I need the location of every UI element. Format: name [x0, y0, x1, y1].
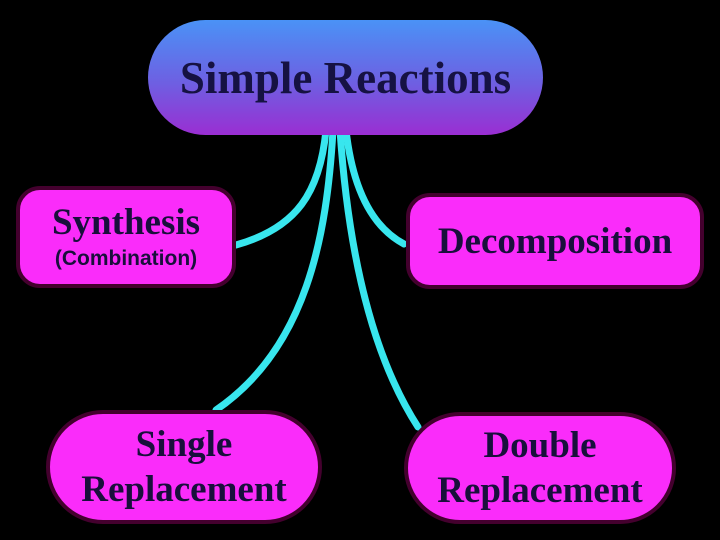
- node-label: Simple Reactions: [179, 52, 512, 103]
- connector-to-single-replacement: [212, 126, 337, 414]
- node-double-replacement[interactable]: Double Replacement: [404, 412, 676, 524]
- node-decomposition[interactable]: Decomposition: [406, 193, 704, 289]
- node-label: Decomposition: [437, 220, 673, 262]
- connector-to-double-replacement: [336, 126, 422, 431]
- node-synthesis[interactable]: Synthesis (Combination): [16, 186, 236, 288]
- node-label: Synthesis: [51, 202, 201, 243]
- connector-to-decomposition: [342, 126, 408, 248]
- node-single-replacement[interactable]: Single Replacement: [46, 410, 322, 524]
- node-sublabel: (Combination): [54, 247, 198, 270]
- node-label: Double Replacement: [437, 425, 643, 511]
- connector-to-synthesis: [232, 126, 330, 249]
- node-simple-reactions[interactable]: Simple Reactions: [148, 20, 543, 135]
- node-label: Single Replacement: [81, 424, 287, 510]
